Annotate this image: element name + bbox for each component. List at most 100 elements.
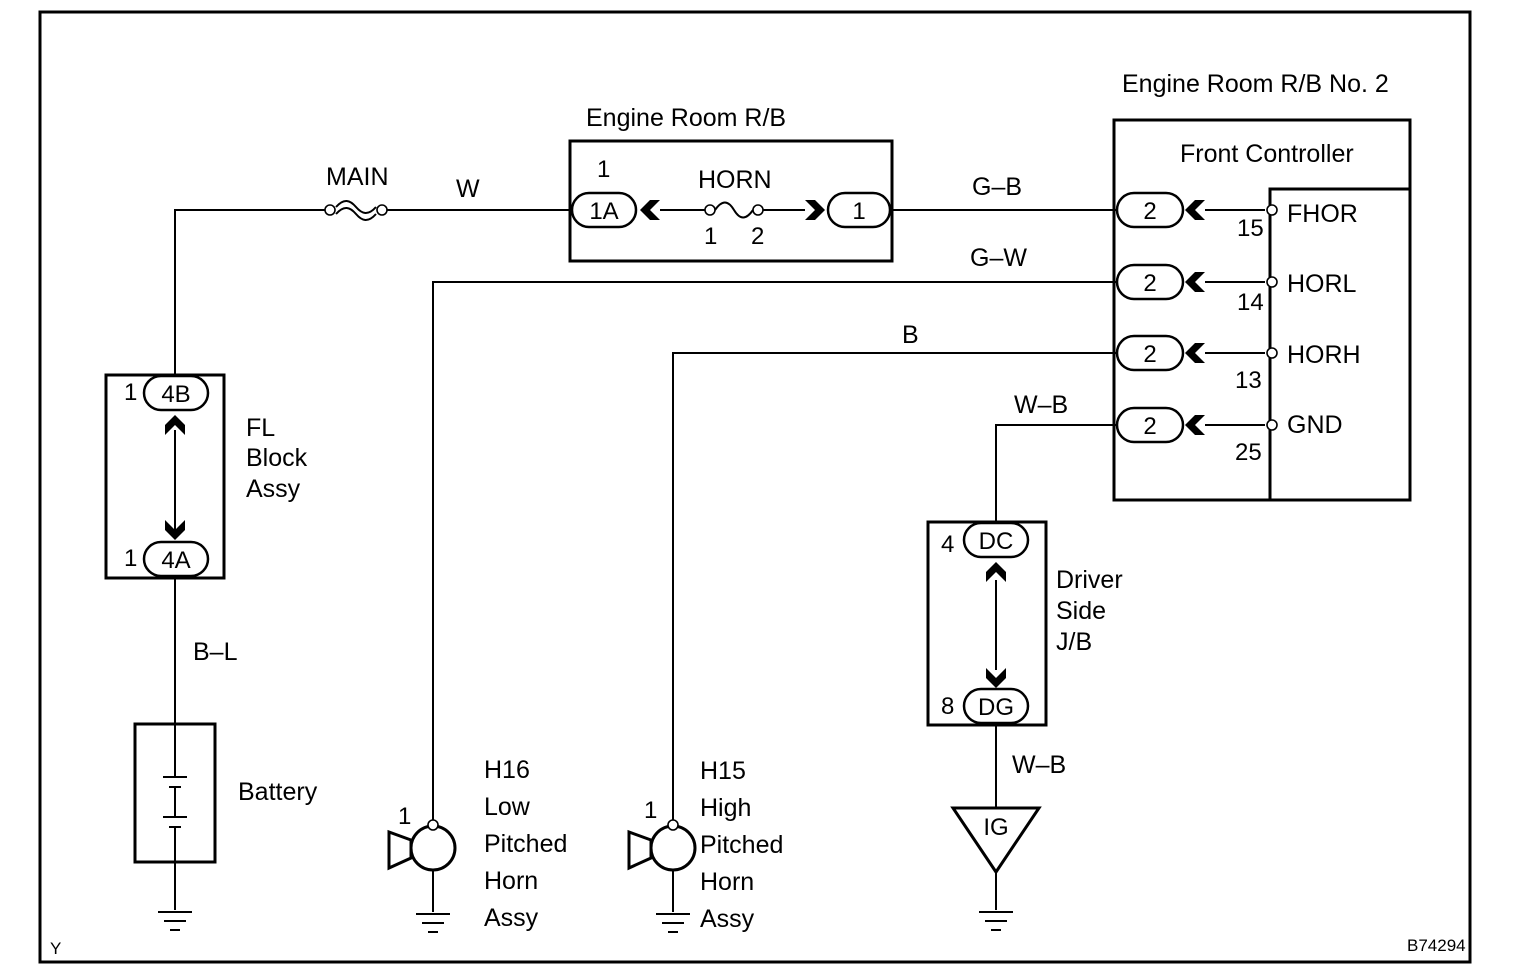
battery-cells-symbol — [163, 724, 187, 862]
engine-room-rb-box — [568, 139, 894, 263]
connector-arrow — [1185, 200, 1205, 220]
high-horn-label-3: Pitched — [700, 831, 783, 859]
fusible-link-symbol — [335, 207, 377, 221]
connector-1a-label: 1A — [589, 198, 618, 225]
wire-b — [672, 352, 1117, 820]
connector-arrow — [165, 415, 185, 435]
wiring — [174, 209, 1265, 912]
terminal-horl-pin: 14 — [1237, 289, 1264, 316]
ground-icon — [158, 911, 192, 931]
horn-icon — [387, 829, 413, 871]
ground-icon — [979, 911, 1013, 931]
horn-terminal — [427, 819, 439, 831]
connector-arrow — [1185, 343, 1205, 363]
controller-connector — [1115, 191, 1185, 229]
low-horn-label-1: H16 — [484, 756, 530, 784]
engine-room-rb: Engine Room R/B 1 1A HORN 1 2 1 — [568, 104, 894, 263]
low-pitched-horn: 1 H16 Low Pitched Horn Assy — [387, 756, 567, 932]
connector-arrow — [165, 520, 185, 540]
connector-4b-label: 4B — [161, 381, 190, 408]
connector-arrow — [640, 200, 660, 220]
footer-left-mark: Y — [50, 939, 61, 958]
main-fuse: MAIN — [324, 163, 389, 221]
connector-dc-label: DC — [979, 528, 1014, 555]
horn-fuse-symbol — [714, 201, 754, 219]
horn-body — [409, 824, 457, 872]
connector-arrow — [986, 562, 1006, 582]
high-pitched-horn: 1 H15 High Pitched Horn Assy — [627, 757, 783, 933]
engine-room-rb-no2-box — [1112, 118, 1412, 502]
fl-block-assy: 1 4B 1 4A FL Block Assy — [104, 373, 308, 580]
low-horn-label-5: Assy — [484, 904, 539, 932]
ground-symbols — [158, 911, 1013, 933]
wire-w-b-label: W–B — [1014, 391, 1068, 419]
engine-room-rb-no2: Engine Room R/B No. 2 Front Controller 2… — [1112, 70, 1412, 502]
terminal-horh — [1266, 347, 1278, 359]
terminal-horl — [1266, 276, 1278, 288]
main-fuse-label: MAIN — [326, 163, 389, 191]
connector-4a — [142, 540, 210, 578]
connector-4a-label: 4A — [161, 547, 190, 574]
controller-connector-label: 2 — [1143, 341, 1156, 368]
horn-fuse-pin1: 1 — [704, 223, 717, 250]
battery: Battery — [133, 722, 318, 864]
fl-bot-pin: 1 — [124, 545, 137, 572]
engine-room-rb-no2-title: Engine Room R/B No. 2 — [1122, 70, 1389, 98]
controller-connector-label: 2 — [1143, 198, 1156, 225]
driver-side-jb: 4 DC 8 DG Driver Side J/B — [926, 520, 1123, 727]
high-horn-label-1: H15 — [700, 757, 746, 785]
wire-jb-ig-label: W–B — [1012, 751, 1066, 779]
wire-g-w — [432, 281, 1117, 820]
low-horn-label-3: Pitched — [484, 830, 567, 858]
controller-connector-label: 2 — [1143, 413, 1156, 440]
terminal-horh-pin: 13 — [1235, 367, 1262, 394]
ground-icon — [656, 913, 690, 933]
connector-arrow — [1185, 415, 1205, 435]
horn-fuse-pin2: 2 — [751, 223, 764, 250]
low-horn-label-2: Low — [484, 793, 531, 821]
fl-block-label-3: Assy — [246, 475, 301, 503]
connector-arrow — [986, 668, 1006, 688]
horn-terminal — [667, 819, 679, 831]
terminal-fhor-pin: 15 — [1237, 215, 1264, 242]
horn-fuse-label: HORN — [698, 166, 772, 194]
terminal-gnd-label: GND — [1287, 411, 1343, 439]
terminal-horl-label: HORL — [1287, 270, 1357, 298]
wire-b-label: B — [902, 321, 919, 349]
ig-triangle — [950, 806, 1042, 875]
battery-label: Battery — [238, 778, 318, 806]
ground-icon — [416, 913, 450, 933]
horn-fuse-terminal — [752, 204, 764, 216]
connector-rb-out — [826, 191, 892, 229]
wire-w — [174, 209, 572, 378]
ig-source: IG — [950, 806, 1042, 875]
connector-rb-out-label: 1 — [852, 198, 865, 225]
engine-room-rb-title: Engine Room R/B — [586, 104, 786, 132]
low-horn-pin: 1 — [398, 803, 411, 830]
connector-arrow — [805, 200, 825, 220]
high-horn-label-4: Horn — [700, 868, 754, 896]
terminal-gnd-pin: 25 — [1235, 439, 1262, 466]
controller-connector-label: 2 — [1143, 270, 1156, 297]
high-horn-pin: 1 — [644, 797, 657, 824]
horn-body — [649, 824, 697, 872]
jb-bot-pin: 8 — [941, 693, 954, 720]
horn-icon — [627, 829, 653, 871]
fl-top-pin: 1 — [124, 379, 137, 406]
diagram-frame — [38, 10, 1472, 964]
connector-arrow — [1185, 272, 1205, 292]
connector-pin: 1 — [597, 156, 610, 183]
terminal-gnd — [1266, 419, 1278, 431]
low-horn-label-4: Horn — [484, 867, 538, 895]
driver-jb-label-3: J/B — [1056, 628, 1092, 656]
fl-block-label-2: Block — [246, 444, 308, 472]
wire-g-w-label: G–W — [970, 244, 1027, 272]
fusible-link-symbol — [335, 200, 377, 214]
terminal-fhor — [1266, 204, 1278, 216]
driver-jb-label-2: Side — [1056, 597, 1106, 625]
terminal-fhor-label: FHOR — [1287, 200, 1358, 228]
connector-dc — [962, 521, 1030, 559]
terminal-horh-label: HORH — [1287, 341, 1361, 369]
jb-top-pin: 4 — [941, 531, 954, 558]
front-controller-outline — [1268, 187, 1410, 500]
